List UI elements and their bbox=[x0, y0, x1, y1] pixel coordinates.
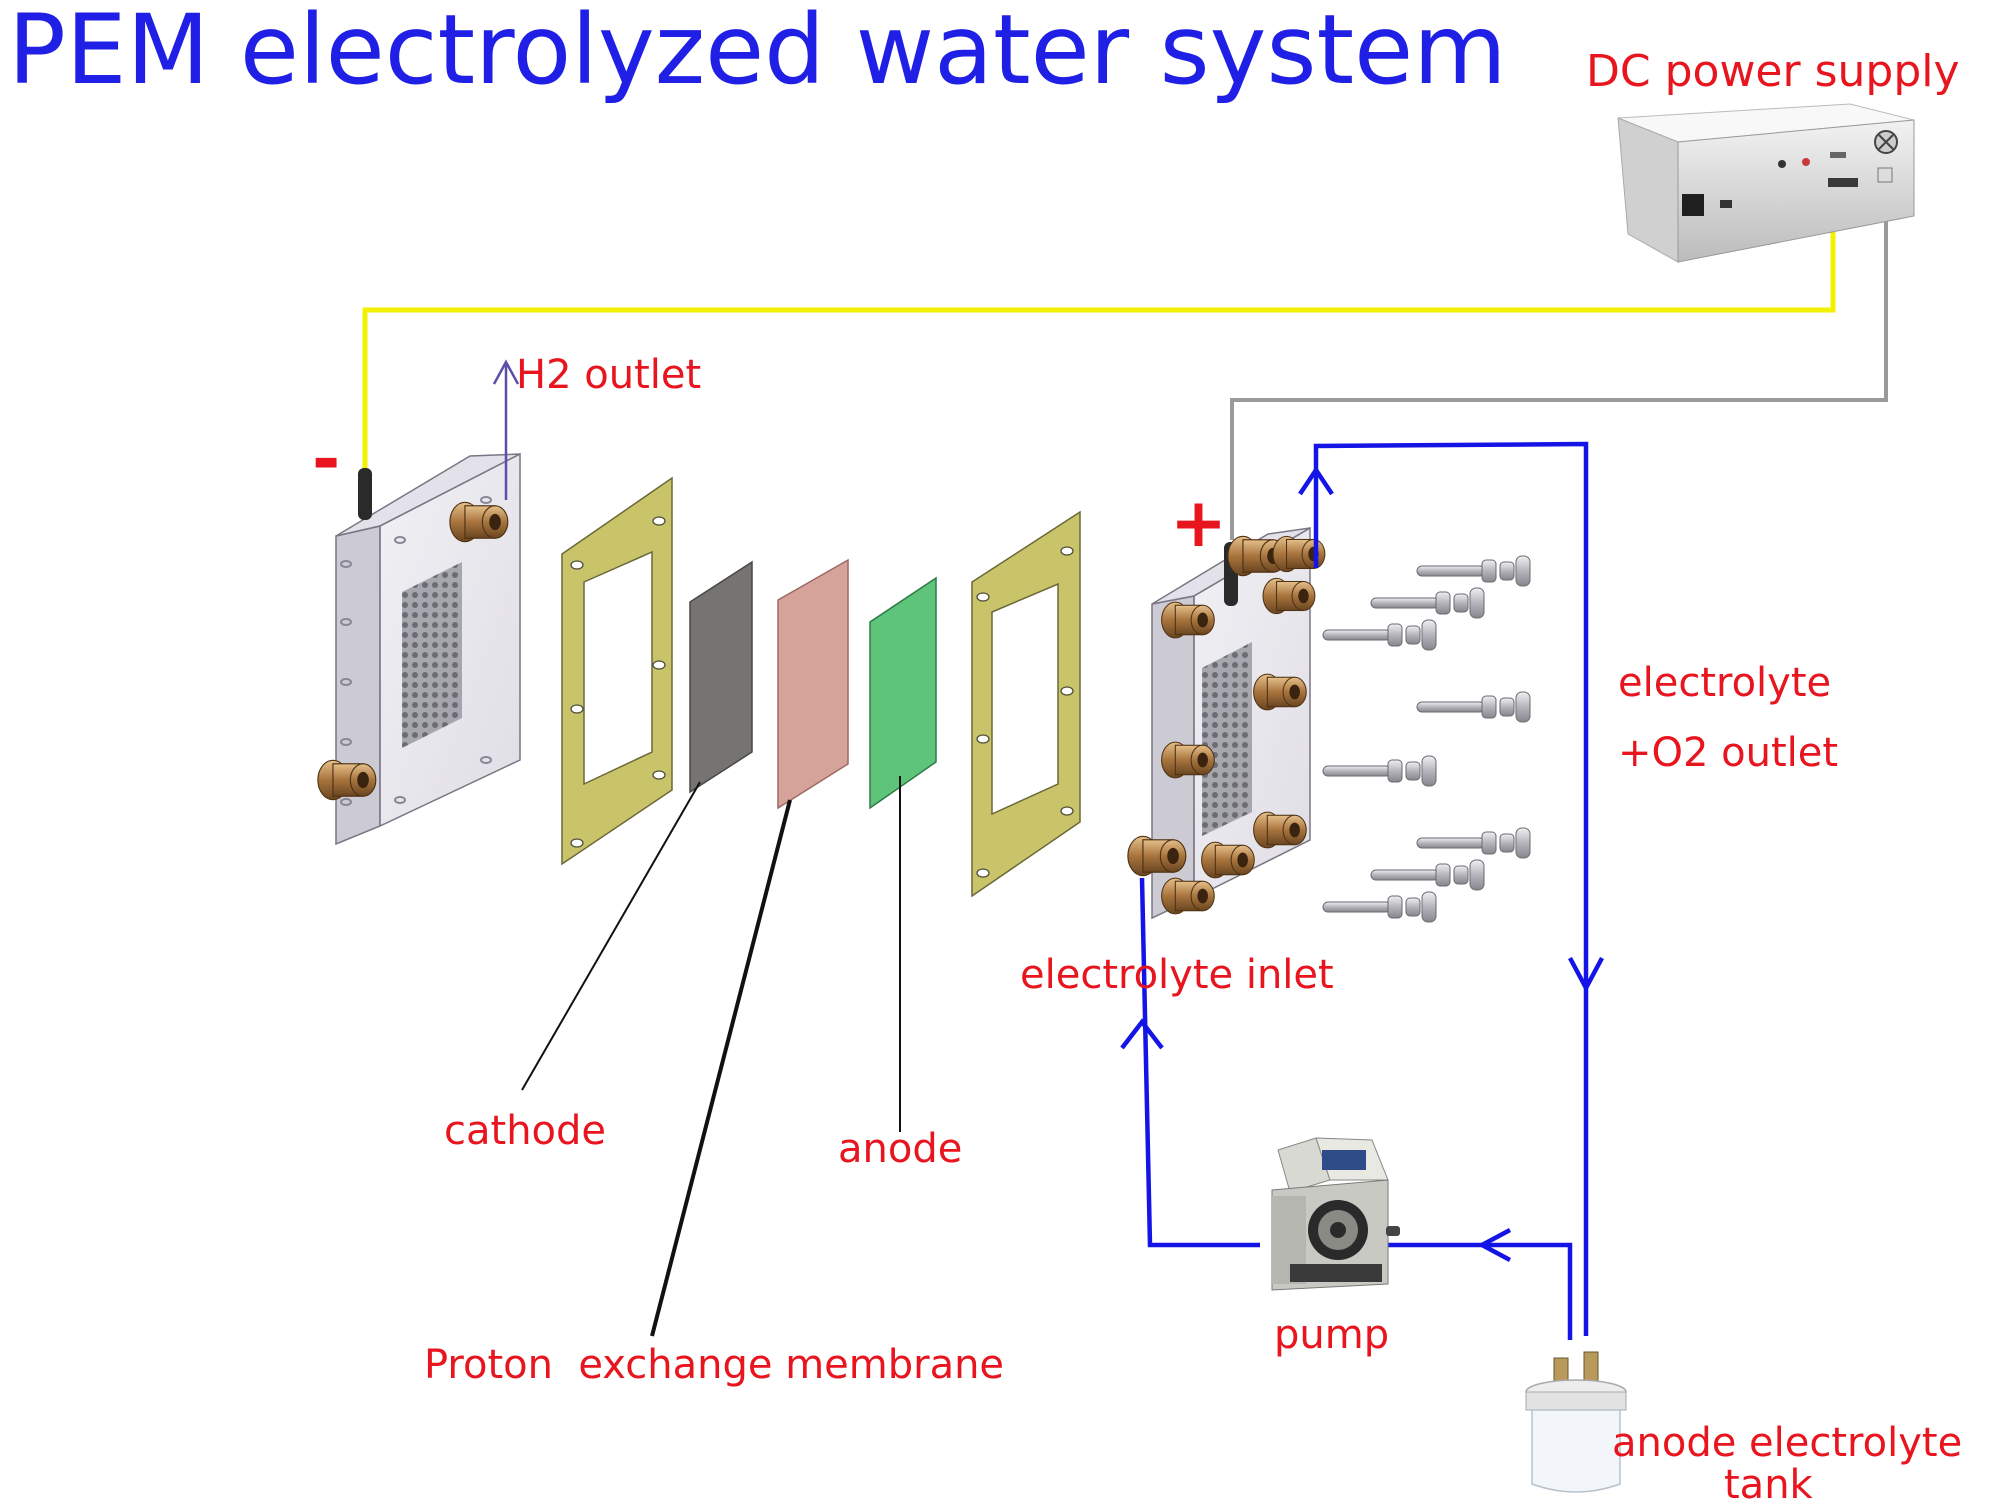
proton-exchange-membrane-label: Proton exchange membrane bbox=[424, 1342, 1005, 1388]
anode-layer bbox=[869, 576, 937, 810]
o2-outlet-label: +O2 outlet bbox=[1618, 730, 1839, 776]
cathode-end-plate bbox=[317, 452, 521, 846]
electrolyte-label: electrolyte bbox=[1618, 660, 1832, 706]
leader-lines bbox=[521, 776, 901, 1337]
cathode-label: cathode bbox=[444, 1108, 607, 1154]
negative-terminal-sign: - bbox=[312, 420, 341, 499]
electrolyte-inlet-label: electrolyte inlet bbox=[1020, 952, 1334, 998]
tank-label-line2: tank bbox=[1724, 1462, 1813, 1508]
page-title: PEM electrolyzed water system bbox=[8, 0, 1507, 106]
positive-terminal-sign: + bbox=[1170, 484, 1227, 563]
anode-gasket bbox=[971, 510, 1081, 898]
anode-label: anode bbox=[838, 1126, 963, 1172]
h2-outlet-arrow bbox=[492, 359, 520, 500]
anode-end-plate bbox=[1127, 526, 1326, 920]
tank-label-line1: anode electrolyte bbox=[1612, 1420, 1963, 1466]
h2-outlet-label: H2 outlet bbox=[516, 352, 702, 398]
anode-electrolyte-tank bbox=[1525, 1351, 1627, 1493]
dc-power-supply bbox=[1617, 103, 1915, 263]
cathode-layer bbox=[689, 560, 753, 794]
negative-wire bbox=[362, 212, 1836, 468]
cathode-gasket bbox=[561, 476, 673, 866]
pump-label: pump bbox=[1274, 1312, 1390, 1358]
positive-wire bbox=[1230, 170, 1888, 540]
bolt-set bbox=[1322, 555, 1531, 923]
peristaltic-pump bbox=[1271, 1137, 1400, 1291]
proton-exchange-membrane-layer bbox=[777, 558, 849, 810]
electrolyte-flow-loop bbox=[1120, 441, 1604, 1340]
dc-power-supply-label: DC power supply bbox=[1586, 46, 1960, 97]
